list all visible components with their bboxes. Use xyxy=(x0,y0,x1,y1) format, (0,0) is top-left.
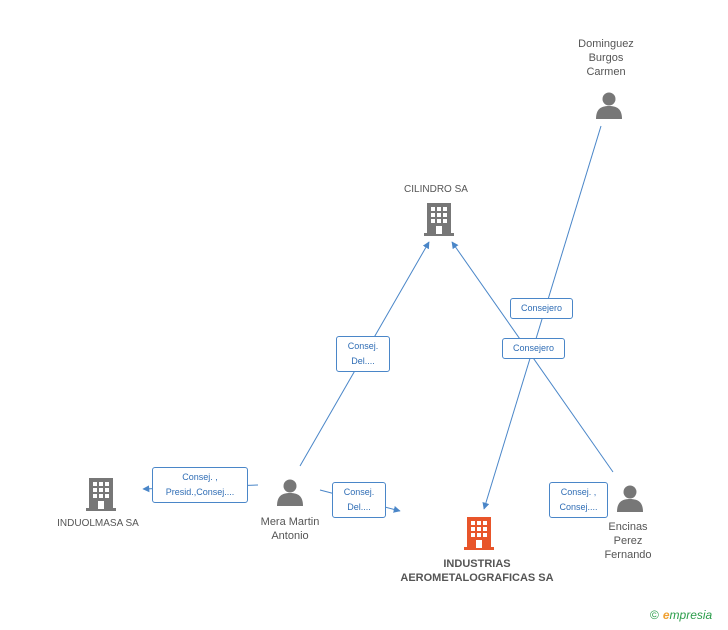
edge-label-mera-cilindro[interactable]: Consej. Del.... xyxy=(336,336,390,372)
edge-label-line: Consej. xyxy=(347,341,379,351)
edge-label-mera-induolmasa[interactable]: Consej. , Presid.,Consej.... xyxy=(152,467,248,503)
edge-label-line: Consejero xyxy=(512,343,555,353)
edge-label-line: Consej.... xyxy=(559,502,598,512)
brand-logo[interactable]: ©empresia xyxy=(650,608,712,622)
node-label-line: Carmen xyxy=(586,66,626,78)
edge-label-line: Consej. , xyxy=(560,487,597,497)
node-label-industrias[interactable]: INDUSTRIAS AEROMETALOGRAFICAS SA xyxy=(392,557,562,585)
node-label-line: Encinas xyxy=(608,521,648,533)
node-label-induolmasa[interactable]: INDUOLMASA SA xyxy=(46,517,150,531)
node-label-line: Dominguez xyxy=(578,38,634,50)
node-label-line: CILINDRO SA xyxy=(404,184,468,195)
person-icon[interactable] xyxy=(277,479,303,507)
edge-label-line: Del.... xyxy=(351,356,375,366)
edge-label-mera-industrias[interactable]: Consej. Del.... xyxy=(332,482,386,518)
brand-logo-text: mpresia xyxy=(669,608,713,622)
node-label-encinas[interactable]: Encinas Perez Fernando xyxy=(582,520,674,562)
edge-label-dominguez-industrias[interactable]: Consejero xyxy=(510,298,573,319)
node-label-line: Perez xyxy=(613,535,643,547)
node-label-line: Antonio xyxy=(271,530,309,542)
node-label-line: INDUSTRIAS xyxy=(443,558,511,570)
node-label-dominguez[interactable]: Dominguez Burgos Carmen xyxy=(556,37,656,79)
edge-label-line: Del.... xyxy=(347,502,371,512)
node-label-line: INDUOLMASA SA xyxy=(57,518,139,529)
edge-label-line: Presid.,Consej.... xyxy=(165,487,235,497)
building-icon[interactable] xyxy=(86,478,116,511)
node-label-line: Fernando xyxy=(604,549,652,561)
brand-logo-e: e xyxy=(662,608,670,622)
node-label-mera[interactable]: Mera Martin Antonio xyxy=(240,515,340,543)
node-label-line: Burgos xyxy=(588,52,624,64)
copyright-icon: © xyxy=(650,608,659,622)
person-icon[interactable] xyxy=(596,92,622,120)
node-label-cilindro[interactable]: CILINDRO SA xyxy=(386,183,486,197)
node-label-line: AEROMETALOGRAFICAS SA xyxy=(400,572,554,584)
edge-label-encinas-cilindro[interactable]: Consejero xyxy=(502,338,565,359)
edge-label-encinas-industrias[interactable]: Consej. , Consej.... xyxy=(549,482,608,518)
person-icon[interactable] xyxy=(617,485,643,513)
node-label-line: Mera Martin xyxy=(260,516,320,528)
edge-label-line: Consej. xyxy=(343,487,375,497)
edge-label-line: Consejero xyxy=(520,303,563,313)
building-icon[interactable] xyxy=(424,203,454,236)
edge-label-line: Consej. , xyxy=(182,472,218,482)
building-icon-main[interactable] xyxy=(464,517,494,550)
